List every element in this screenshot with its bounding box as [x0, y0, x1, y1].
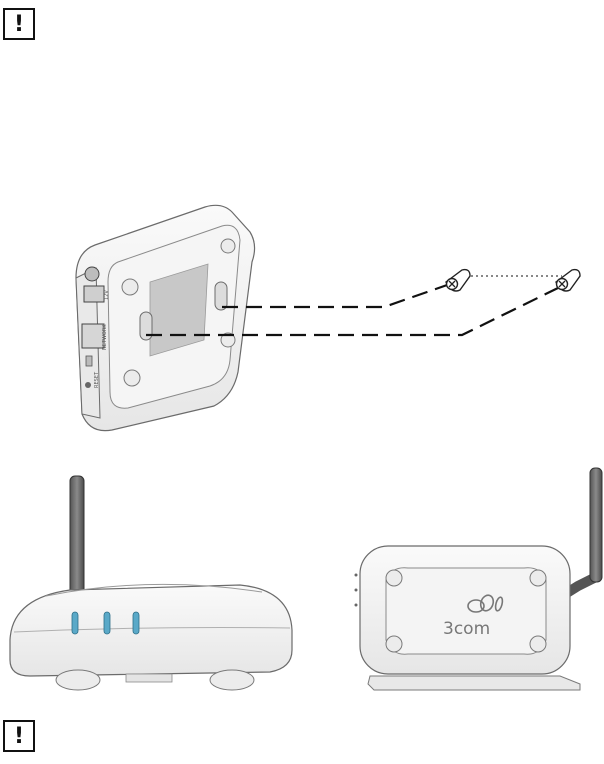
screw-icon: [446, 270, 470, 291]
power-port: [84, 286, 104, 302]
screw-icon: [556, 270, 580, 291]
stand-back-device: 3com: [355, 468, 603, 690]
power-label: 12V: [104, 290, 110, 300]
antenna: [70, 476, 84, 596]
network-port: [82, 324, 104, 348]
antenna-connector: [85, 267, 99, 281]
status-led: [104, 612, 110, 634]
reset-button: [85, 382, 91, 388]
keyhole-slot-upper: [215, 282, 227, 310]
status-led: [133, 612, 139, 634]
network-label: NETWORK: [102, 324, 108, 350]
status-led: [72, 612, 78, 634]
antenna: [590, 468, 602, 582]
desktop-front-device: [10, 476, 292, 690]
reset-label: RESET: [94, 371, 100, 388]
wall-mount-device: RESET NETWORK 12V: [76, 205, 255, 430]
brand-wordmark: 3com: [443, 619, 490, 639]
stand-base: [368, 676, 580, 690]
